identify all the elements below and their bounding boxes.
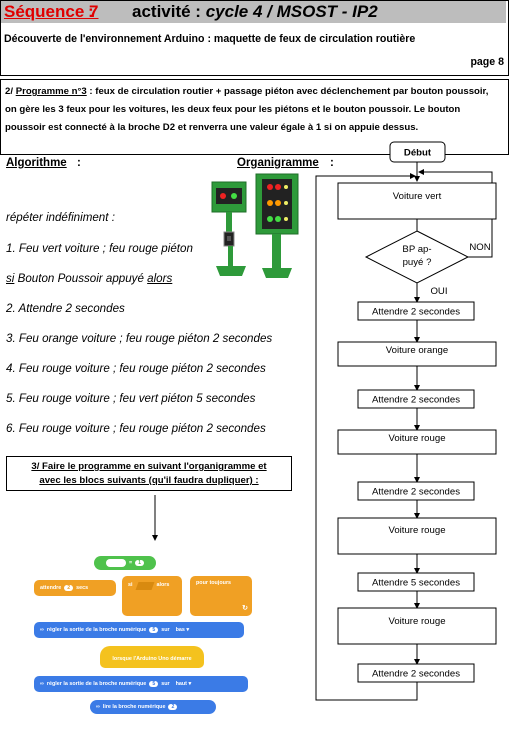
arduino-start-block[interactable]: lorsque l'Arduino Uno démarre bbox=[100, 646, 204, 668]
task3-line1: 3/ Faire le programme en suivant l'organ… bbox=[31, 461, 267, 472]
pin-high-sur: sur bbox=[161, 681, 170, 687]
algo-cond-mid: Bouton Poussoir appuyé bbox=[14, 272, 148, 285]
flow-node-1-label: Voiture vert bbox=[393, 191, 442, 202]
arduino-start-label: lorsque l'Arduino Uno démarre bbox=[112, 656, 192, 662]
algo-step2: 2. Attendre 2 secondes bbox=[6, 302, 125, 315]
if-then-block[interactable]: si alors bbox=[122, 576, 182, 616]
wait-block[interactable]: attendre 2 secs bbox=[34, 580, 116, 596]
flow-node-3-label: Voiture orange bbox=[386, 345, 448, 356]
flow-node-8-label: Attendre 5 secondes bbox=[372, 578, 460, 589]
if-label: si bbox=[128, 582, 133, 588]
flow-node-9-label: Voiture rouge bbox=[388, 616, 445, 627]
sequence-label: Séquence 7 bbox=[4, 2, 99, 21]
pin-low-state[interactable]: bas ▾ bbox=[175, 627, 190, 633]
flow-node-7 bbox=[337, 517, 497, 555]
wait-label: attendre bbox=[40, 585, 62, 591]
flow-no-label: NON bbox=[469, 242, 490, 253]
task2-text: 2/ Programme n°3 : feux de circulation r… bbox=[5, 83, 501, 137]
traffic-lights-illustration bbox=[211, 173, 299, 278]
flow-node-5 bbox=[337, 429, 497, 455]
flow-decision bbox=[364, 230, 470, 284]
algo-cond-si: si bbox=[6, 272, 15, 285]
activity-name: cycle 4 / MSOST - IP2 bbox=[205, 2, 378, 21]
arduino-icon: ∞ bbox=[96, 704, 100, 710]
compare-left-slot[interactable] bbox=[105, 559, 126, 567]
activity-title: activité : cycle 4 / MSOST - IP2 bbox=[132, 2, 378, 22]
flow-decision-line1: BP ap- bbox=[402, 244, 431, 255]
pedestrian-light-icon bbox=[211, 181, 247, 276]
flow-node-8 bbox=[357, 572, 475, 592]
flow-decision-line2: puyé ? bbox=[403, 257, 432, 268]
compare-block[interactable]: = 1 bbox=[94, 556, 156, 570]
flow-node-2 bbox=[357, 301, 475, 321]
organigram-title: Organigramme bbox=[237, 157, 319, 169]
flow-node-6-label: Attendre 2 secondes bbox=[372, 487, 460, 498]
flow-node-2-label: Attendre 2 secondes bbox=[372, 307, 460, 318]
arduino-icon: ∞ bbox=[40, 627, 44, 633]
pin-high-block[interactable]: ∞ régler la sortie de la broche numériqu… bbox=[34, 676, 248, 692]
algo-step6: 6. Feu rouge voiture ; feu rouge piéton … bbox=[6, 422, 266, 435]
forever-label: pour toujours bbox=[196, 580, 232, 586]
loop-arrow-icon: ↻ bbox=[242, 605, 248, 612]
pin-low-block[interactable]: ∞ régler la sortie de la broche numériqu… bbox=[34, 622, 244, 638]
algo-step1: 1. Feu vert voiture ; feu rouge piéton bbox=[6, 242, 193, 255]
page-number: page 8 bbox=[470, 56, 504, 68]
task3-line2: avec les blocs suivants (qu'il faudra du… bbox=[39, 475, 259, 486]
activity-prefix: activité : bbox=[132, 2, 201, 21]
task2-number: 2/ bbox=[5, 86, 14, 97]
task3-text: 3/ Faire le programme en suivant l'organ… bbox=[6, 460, 292, 488]
task3-frame bbox=[6, 456, 292, 491]
task2-body: : feux de circulation routier + passage … bbox=[5, 86, 489, 133]
compare-operator: = bbox=[128, 560, 133, 566]
flow-yes-label: OUI bbox=[430, 286, 447, 297]
flow-node-9 bbox=[337, 607, 497, 645]
algo-step4: 4. Feu rouge voiture ; feu rouge piéton … bbox=[6, 362, 266, 375]
compare-value[interactable]: 1 bbox=[135, 560, 145, 566]
algo-condition: si Bouton Poussoir appuyé alors bbox=[6, 272, 172, 285]
flow-node-3 bbox=[337, 341, 497, 367]
pin-high-state[interactable]: haut ▾ bbox=[175, 681, 192, 687]
wait-unit: secs bbox=[76, 585, 89, 591]
flow-node-6 bbox=[357, 481, 475, 501]
wait-value[interactable]: 2 bbox=[64, 585, 74, 591]
task2-title: Programme n°3 bbox=[15, 86, 87, 97]
pin-low-label: régler la sortie de la broche numérique bbox=[46, 627, 147, 633]
flow-node-4-label: Attendre 2 secondes bbox=[372, 395, 460, 406]
algo-step3: 3. Feu orange voiture ; feu rouge piéton… bbox=[6, 332, 273, 345]
subtitle: Découverte de l'environnement Arduino : … bbox=[4, 33, 416, 45]
algo-step5: 5. Feu rouge voiture ; feu vert piéton 5… bbox=[6, 392, 256, 405]
car-light-icon bbox=[255, 173, 299, 278]
algo-loop: répéter indéfiniment : bbox=[6, 211, 115, 224]
arduino-icon: ∞ bbox=[40, 681, 44, 687]
organigram-colon: : bbox=[330, 157, 334, 169]
flow-start-box bbox=[389, 141, 446, 163]
flow-node-4 bbox=[357, 389, 475, 409]
flow-node-10-label: Attendre 2 secondes bbox=[372, 669, 460, 680]
pin-high-label: régler la sortie de la broche numérique bbox=[46, 681, 147, 687]
sequence-colon: : bbox=[88, 2, 94, 21]
flow-node-10 bbox=[357, 663, 475, 683]
flow-node-7-label: Voiture rouge bbox=[388, 525, 445, 536]
then-label: alors bbox=[156, 582, 170, 588]
flow-node-5-label: Voiture rouge bbox=[388, 433, 445, 444]
header-band bbox=[1, 1, 506, 23]
pin-low-sur: sur bbox=[161, 627, 170, 633]
blocks-palette: = 1 attendre 2 secs si alors pour toujou… bbox=[34, 548, 274, 723]
pin-low-value[interactable]: 5 bbox=[149, 627, 159, 633]
flow-node-1 bbox=[337, 182, 497, 220]
if-condition-slot[interactable] bbox=[135, 582, 154, 590]
read-pin-label: lire la broche numérique bbox=[102, 704, 166, 710]
read-pin-value[interactable]: 2 bbox=[168, 704, 178, 710]
algo-cond-alors: alors bbox=[147, 272, 173, 285]
forever-block[interactable]: pour toujours ↻ bbox=[190, 576, 252, 616]
flow-start: Début bbox=[404, 148, 432, 159]
read-pin-block[interactable]: ∞ lire la broche numérique 2 bbox=[90, 700, 216, 714]
algorithm-colon: : bbox=[77, 157, 81, 169]
pin-high-value[interactable]: 5 bbox=[149, 681, 159, 687]
algorithm-title: Algorithme bbox=[6, 157, 67, 169]
